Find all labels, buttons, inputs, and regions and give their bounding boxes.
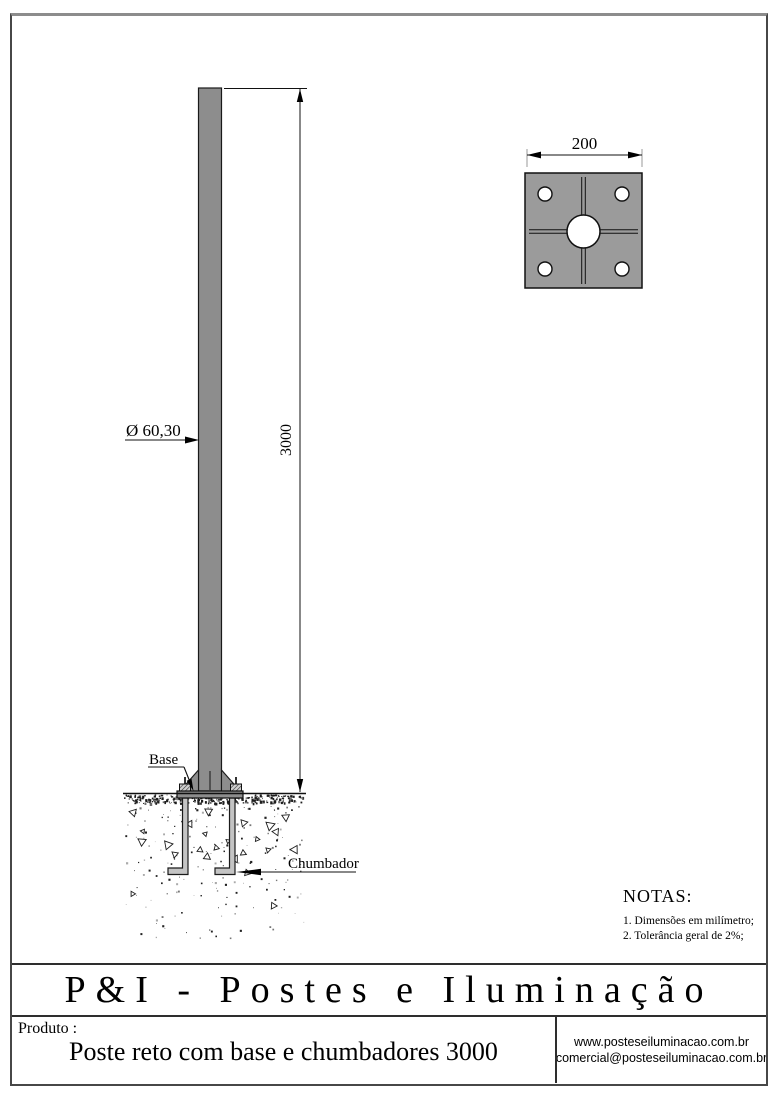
concrete-texture — [124, 794, 305, 940]
anchor-label-text: Chumbador — [288, 856, 359, 872]
notes-heading: NOTAS: — [623, 886, 693, 906]
email-text: comercial@posteseiluminacao.com.br — [555, 1051, 766, 1065]
bolt-hole-top-left — [537, 186, 553, 202]
bolt-hole-bottom-right — [614, 261, 630, 277]
base-callout: Base — [148, 752, 194, 791]
pole — [197, 87, 223, 792]
width-dim-text: 200 — [572, 134, 598, 153]
sheet-border — [10, 13, 768, 1086]
base-label-text: Base — [149, 752, 179, 768]
dimension-200: 200 — [526, 134, 643, 167]
dimension-3000: 3000 — [224, 88, 307, 792]
front-view: 3000 Ø 60,30 Base Chumbador — [123, 87, 359, 940]
notes-block: NOTAS: 1. Dimensões em milímetro; 2. Tol… — [623, 886, 765, 944]
nut-left — [179, 783, 191, 792]
bolt-hole-top-right — [614, 186, 630, 202]
product-name: Poste reto com base e chumbadores 3000 — [69, 1037, 498, 1066]
diameter-label-text: Ø 60,30 — [126, 421, 181, 440]
anchor-callout: Chumbador — [236, 856, 359, 876]
technical-drawing: 3000 Ø 60,30 Base Chumbador — [123, 87, 643, 940]
website-text: www.posteseiluminacao.com.br — [573, 1035, 750, 1049]
center-hole — [566, 214, 601, 249]
base-plate — [176, 790, 244, 799]
company-name: P&I - Postes e Iluminação — [64, 969, 714, 1011]
top-view: 200 — [524, 134, 643, 289]
product-band: Produto : Poste reto com base e chumbado… — [12, 1017, 766, 1083]
bolt-hole-bottom-left — [537, 261, 553, 277]
diameter-callout: Ø 60,30 — [125, 421, 199, 444]
note-item-1: 1. Dimensões em milímetro; — [623, 915, 754, 927]
note-item-2: 2. Tolerância geral de 2%; — [623, 930, 744, 942]
height-dim-text: 3000 — [278, 424, 295, 456]
nut-right — [230, 783, 242, 792]
anchor-bolt-right — [214, 797, 236, 876]
product-cell: Produto : Poste reto com base e chumbado… — [12, 1017, 555, 1083]
company-title-band: P&I - Postes e Iluminação — [12, 963, 766, 1017]
product-label: Produto : — [18, 1020, 78, 1037]
contact-cell: www.posteseiluminacao.com.br comercial@p… — [555, 1017, 766, 1083]
anchor-bolt-left — [167, 797, 189, 876]
